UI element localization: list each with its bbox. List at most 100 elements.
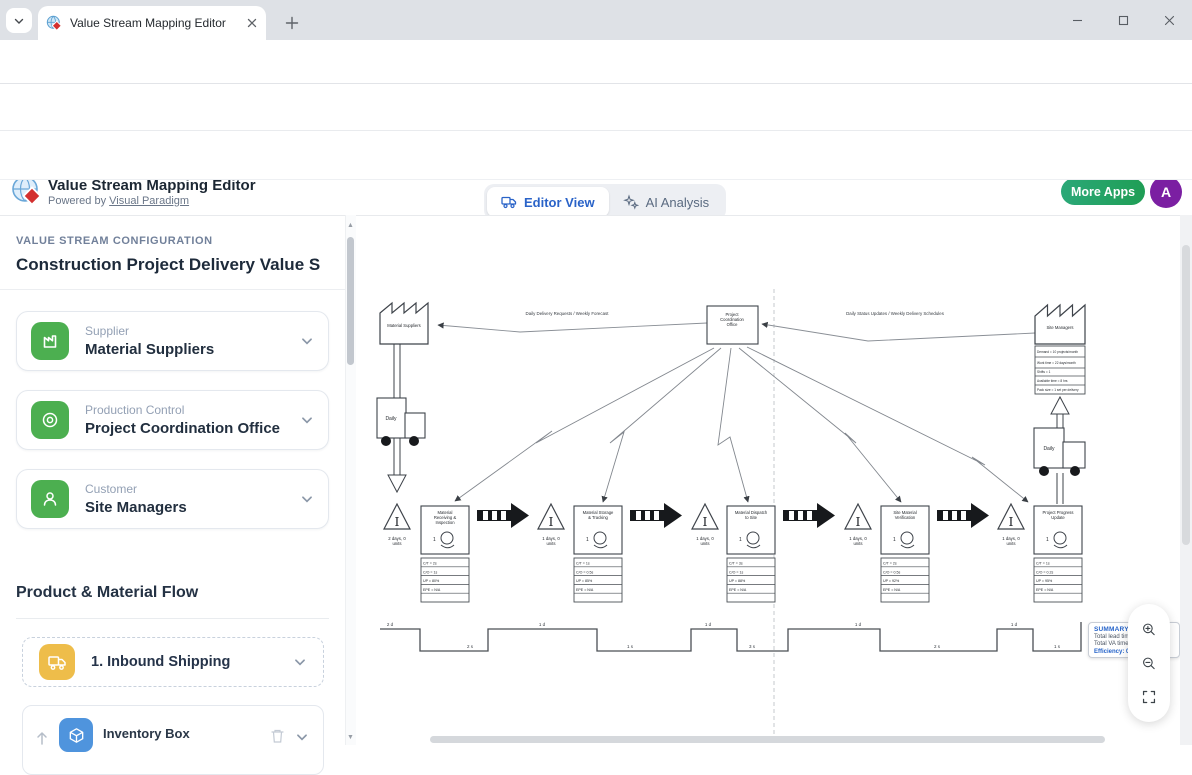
- truck-icon: [39, 644, 75, 680]
- process-data-box[interactable]: C/T = 2s C/O = 1s UP = 80% EPE = N/A: [420, 557, 470, 603]
- canvas-vertical-scrollbar-thumb[interactable]: [1182, 245, 1190, 545]
- diagram-canvas[interactable]: Daily Delivery Requests / Weekly Forecas…: [356, 215, 1192, 745]
- chevron-down-icon[interactable]: [295, 730, 309, 744]
- info-flow-arrow-right: [761, 321, 1036, 342]
- scroll-up-arrow-icon[interactable]: ▲: [347, 222, 354, 229]
- inventory-box-card[interactable]: Inventory Box: [22, 705, 324, 775]
- more-apps-button[interactable]: More Apps: [1061, 178, 1145, 205]
- vsm-diagram: Daily Delivery Requests / Weekly Forecas…: [376, 289, 1086, 734]
- process-time-label: 3 s: [749, 644, 756, 649]
- app-logo: [12, 176, 42, 206]
- zoom-in-button[interactable]: [1136, 616, 1162, 642]
- trash-icon[interactable]: [270, 728, 285, 744]
- user-avatar[interactable]: A: [1150, 176, 1182, 208]
- process-data-box[interactable]: C/T = 3s C/O = 1s UP = 88% EPE = N/A: [726, 557, 776, 603]
- process-data-box[interactable]: C/T = 1s C/O = 0.2s UP = 95% EPE = N/A: [1033, 557, 1083, 603]
- window-maximize-button[interactable]: [1106, 6, 1140, 34]
- process-time-label: 2 s: [934, 644, 941, 649]
- browser-toolbar: ai-toolbox.visual-paradigm.com/app/value…: [0, 40, 1192, 117]
- window-close-button[interactable]: [1152, 6, 1186, 34]
- operator-count: 1: [893, 537, 896, 543]
- flow-section-heading: Product & Material Flow: [16, 584, 199, 601]
- tab-ai-analysis[interactable]: AI Analysis: [609, 187, 724, 217]
- fullscreen-icon: [1142, 690, 1156, 704]
- metric-row: C/O = 1s: [423, 570, 437, 574]
- customer-factory[interactable]: Site Managers: [1034, 303, 1086, 345]
- tab-editor-view[interactable]: Editor View: [487, 187, 609, 217]
- info-flow-label: Daily Delivery Requests / Weekly Forecas…: [526, 311, 610, 316]
- scroll-down-arrow-icon[interactable]: ▼: [347, 734, 354, 741]
- operator-count: 1: [739, 537, 742, 543]
- app-header: Value Stream Mapping Editor Powered by V…: [0, 84, 1192, 208]
- production-control-card[interactable]: Production Control Project Coordination …: [16, 390, 329, 450]
- zoom-out-button[interactable]: [1136, 650, 1162, 676]
- metric-row: C/O = 0.2s: [1036, 570, 1053, 574]
- metric-row: UP = 80%: [423, 579, 440, 583]
- target-icon: [31, 401, 69, 439]
- process-data-box[interactable]: C/T = 1s C/O = 0.5s UP = 85% EPE = N/A: [573, 557, 623, 603]
- lead-time-label: 2 d: [387, 622, 394, 627]
- flow-step-label: 1. Inbound Shipping: [91, 654, 231, 670]
- customer-truck[interactable]: Daily: [1033, 427, 1086, 476]
- customer-name: Site Managers: [1047, 325, 1074, 330]
- inventory-i-glyph: I: [395, 514, 400, 529]
- metric-row: C/T = 2s: [883, 562, 897, 566]
- visual-paradigm-link[interactable]: Visual Paradigm: [109, 195, 190, 207]
- supplier-factory[interactable]: Material Suppliers: [379, 301, 429, 345]
- data-row: Work time = 22 days/month: [1037, 361, 1076, 365]
- operator-count: 1: [586, 537, 589, 543]
- fullscreen-button[interactable]: [1136, 684, 1162, 710]
- shipment-frequency: Daily: [385, 416, 397, 422]
- card-value: Project Coordination Office: [85, 420, 281, 437]
- new-tab-button[interactable]: [278, 9, 306, 37]
- zoom-in-icon: [1143, 623, 1155, 635]
- chevron-down-icon[interactable]: [300, 413, 314, 427]
- window-minimize-button[interactable]: [1060, 6, 1094, 34]
- inventory-item-label: Inventory Box: [103, 726, 190, 741]
- push-arrow: [937, 503, 989, 528]
- flow-step-inbound-shipping[interactable]: 1. Inbound Shipping: [22, 637, 324, 687]
- minimize-icon: [1072, 19, 1082, 21]
- tab-close-button[interactable]: [246, 17, 258, 29]
- process-box[interactable]: Material Storage& Tracking 1: [573, 505, 623, 555]
- operator-count: 1: [433, 537, 436, 543]
- customer-card[interactable]: Customer Site Managers: [16, 469, 329, 529]
- stream-title: Construction Project Delivery Value S: [16, 255, 321, 274]
- info-flow-label: Daily Status Updates / Weekly Delivery S…: [846, 311, 945, 316]
- lead-time-label: 1 d: [539, 622, 546, 627]
- data-row: Shifts = 1: [1037, 370, 1051, 374]
- canvas-horizontal-scrollbar-thumb[interactable]: [430, 736, 1105, 743]
- chevron-down-icon[interactable]: [293, 655, 307, 669]
- chevron-down-icon[interactable]: [300, 492, 314, 506]
- process-data-box[interactable]: C/T = 2s C/O = 0.5s UP = 92% EPE = N/A: [880, 557, 930, 603]
- plus-icon: [285, 16, 299, 30]
- metric-row: C/O = 0.5s: [576, 570, 593, 574]
- supplier-truck[interactable]: Daily: [376, 397, 426, 446]
- supplier-card[interactable]: Supplier Material Suppliers: [16, 311, 329, 371]
- metric-row: EPE = N/A: [423, 588, 441, 592]
- metric-row: EPE = N/A: [729, 588, 747, 592]
- browser-tab[interactable]: Value Stream Mapping Editor: [38, 6, 266, 40]
- move-up-icon[interactable]: [35, 730, 49, 746]
- summary-efficiency: Efficiency: 0%: [1094, 648, 1135, 655]
- sidebar-scrollbar[interactable]: [345, 215, 356, 745]
- sidebar-scrollbar-thumb[interactable]: [347, 237, 354, 365]
- customer-data-box[interactable]: Demand = 10 projects/month Work time = 2…: [1034, 345, 1086, 395]
- tab-search-button[interactable]: [6, 8, 32, 33]
- chevron-down-icon[interactable]: [300, 334, 314, 348]
